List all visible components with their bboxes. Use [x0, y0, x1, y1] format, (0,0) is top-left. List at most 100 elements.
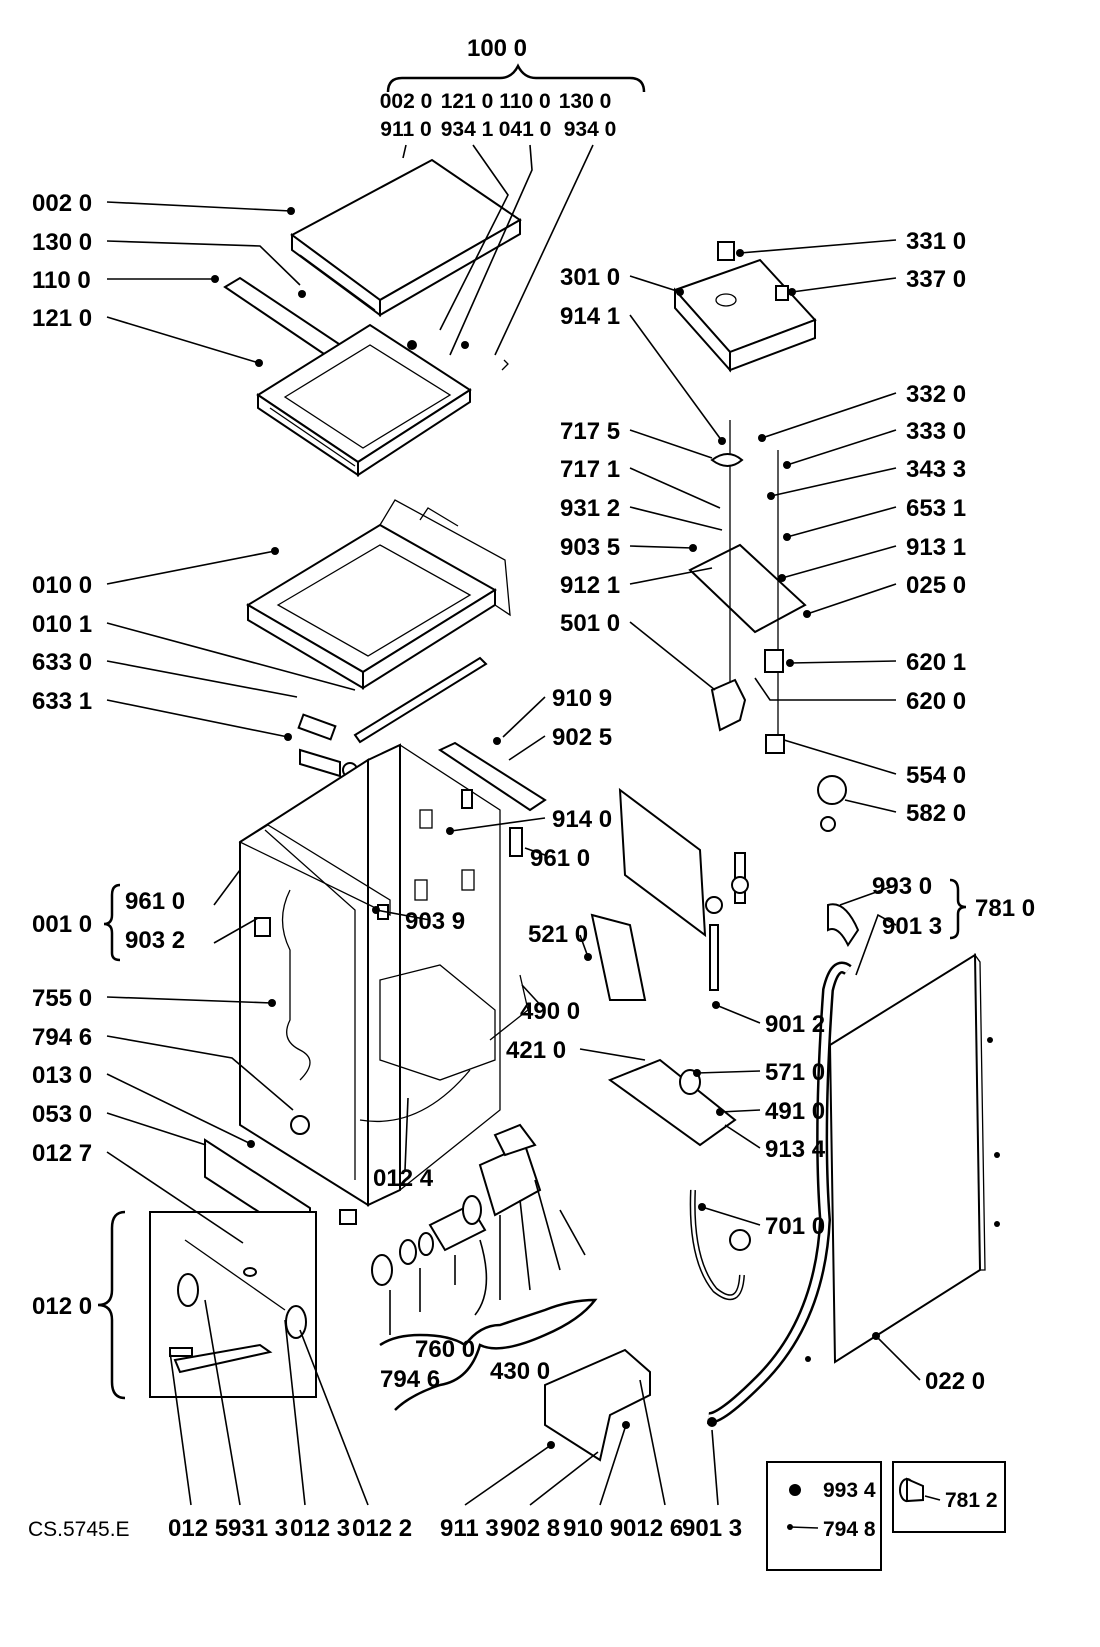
label-717-5: 717 5	[560, 418, 620, 445]
control-box	[673, 241, 817, 373]
label-760-0: 760 0	[415, 1336, 475, 1363]
label-554-0: 554 0	[906, 762, 966, 789]
label-012-3: 012 3	[290, 1515, 350, 1542]
label-491-0: 491 0	[765, 1098, 825, 1125]
top-group-brace	[386, 63, 646, 93]
top-lid	[290, 158, 522, 317]
label-top-row2: 934 1	[441, 118, 494, 141]
label-002-0: 002 0	[32, 190, 92, 217]
label-022-0: 022 0	[925, 1368, 985, 1395]
label-903-5: 903 5	[560, 534, 620, 561]
label-501-0: 501 0	[560, 610, 620, 637]
label-490-0: 490 0	[520, 998, 580, 1025]
label-903-9: 903 9	[405, 908, 465, 935]
label-901-2: 901 2	[765, 1011, 825, 1038]
label-337-0: 337 0	[906, 266, 966, 293]
label-013-0: 013 0	[32, 1062, 92, 1089]
label-130-0: 130 0	[32, 229, 92, 256]
label-010-0: 010 0	[32, 572, 92, 599]
label-910-9-bottom: 910 9	[563, 1515, 623, 1542]
cap-icon	[899, 1477, 941, 1503]
label-931-3: 931 3	[228, 1515, 288, 1542]
label-582-0: 582 0	[906, 800, 966, 827]
label-701-0: 701 0	[765, 1213, 825, 1240]
label-012-2: 012 2	[352, 1515, 412, 1542]
label-961-0: 961 0	[125, 888, 185, 915]
label-903-2: 903 2	[125, 927, 185, 954]
hinge-strip	[223, 276, 347, 360]
label-010-1: 010 1	[32, 611, 92, 638]
part-633	[297, 713, 358, 778]
service-panel	[618, 787, 707, 938]
label-717-1: 717 1	[560, 456, 620, 483]
label-913-4: 913 4	[765, 1136, 826, 1163]
inlet-hose-701	[689, 1189, 745, 1301]
back-panel	[828, 952, 986, 1364]
label-top-row1: 002 0	[380, 90, 433, 113]
label-913-1: 913 1	[906, 534, 966, 561]
label-top-group-header: 100 0	[467, 35, 527, 62]
label-781-2: 781 2	[945, 1489, 998, 1512]
top-frame	[256, 290, 509, 477]
label-001-0: 001 0	[32, 911, 92, 938]
label-331-0: 331 0	[906, 228, 966, 255]
document-code: CS.5745.E	[28, 1518, 130, 1541]
label-012-6: 012 6	[623, 1515, 683, 1542]
valve-and-cord	[489, 852, 751, 1251]
rear-rail	[437, 741, 547, 857]
label-053-0: 053 0	[32, 1101, 92, 1128]
label-794-6: 794 6	[32, 1024, 92, 1051]
pump-group	[371, 1123, 542, 1286]
label-301-0: 301 0	[560, 264, 620, 291]
label-top-row1: 110 0	[499, 90, 550, 113]
label-110-0: 110 0	[32, 267, 91, 294]
label-top-row2: 041 0	[499, 118, 552, 141]
labels: 100 0 002 0 121 0 110 0 130 0 911 0 934 …	[28, 35, 1035, 1542]
label-911-3: 911 3	[440, 1515, 499, 1542]
label-333-0: 333 0	[906, 418, 966, 445]
label-571-0: 571 0	[765, 1059, 825, 1086]
cabinet	[238, 743, 501, 1225]
label-912-1: 912 1	[560, 572, 620, 599]
label-901-3-bottom: 901 3	[682, 1515, 742, 1542]
label-993-0: 993 0	[872, 873, 932, 900]
label-012-5: 012 5	[168, 1515, 228, 1542]
label-633-1: 633 1	[32, 688, 92, 715]
label-332-0: 332 0	[906, 381, 966, 408]
label-914-1: 914 1	[560, 303, 620, 330]
label-902-5: 902 5	[552, 724, 612, 751]
label-781-0: 781 0	[975, 895, 1035, 922]
ball-icon	[789, 1484, 801, 1496]
label-top-row1: 130 0	[559, 90, 612, 113]
label-121-0: 121 0	[32, 305, 92, 332]
label-902-8: 902 8	[500, 1515, 560, 1542]
part-012-group	[149, 1211, 317, 1398]
label-914-0: 914 0	[552, 806, 612, 833]
label-top-row2: 911 0	[380, 118, 431, 141]
label-620-1: 620 1	[906, 649, 966, 676]
label-931-2: 931 2	[560, 495, 620, 522]
label-961-0-center: 961 0	[530, 845, 590, 872]
label-430-0: 430 0	[490, 1358, 550, 1385]
tub-top	[246, 499, 511, 690]
label-012-7: 012 7	[32, 1140, 92, 1167]
braces	[97, 878, 967, 1411]
label-794-6-center: 794 6	[380, 1366, 440, 1393]
pin-icon	[787, 1524, 819, 1530]
bottom-bracket	[544, 1348, 651, 1462]
label-901-3: 901 3	[882, 913, 942, 940]
label-012-4: 012 4	[373, 1165, 434, 1192]
label-633-0: 633 0	[32, 649, 92, 676]
label-794-8: 794 8	[823, 1518, 876, 1541]
label-top-row1: 121 0	[441, 90, 494, 113]
label-620-0: 620 0	[906, 688, 966, 715]
tub-strip	[353, 656, 488, 744]
leader-lines	[106, 144, 921, 1506]
drain-hose-781	[707, 903, 860, 1425]
label-910-9: 910 9	[552, 685, 612, 712]
label-343-3: 343 3	[906, 456, 966, 483]
label-755-0: 755 0	[32, 985, 92, 1012]
label-025-0: 025 0	[906, 572, 966, 599]
label-top-row2: 934 0	[564, 118, 617, 141]
